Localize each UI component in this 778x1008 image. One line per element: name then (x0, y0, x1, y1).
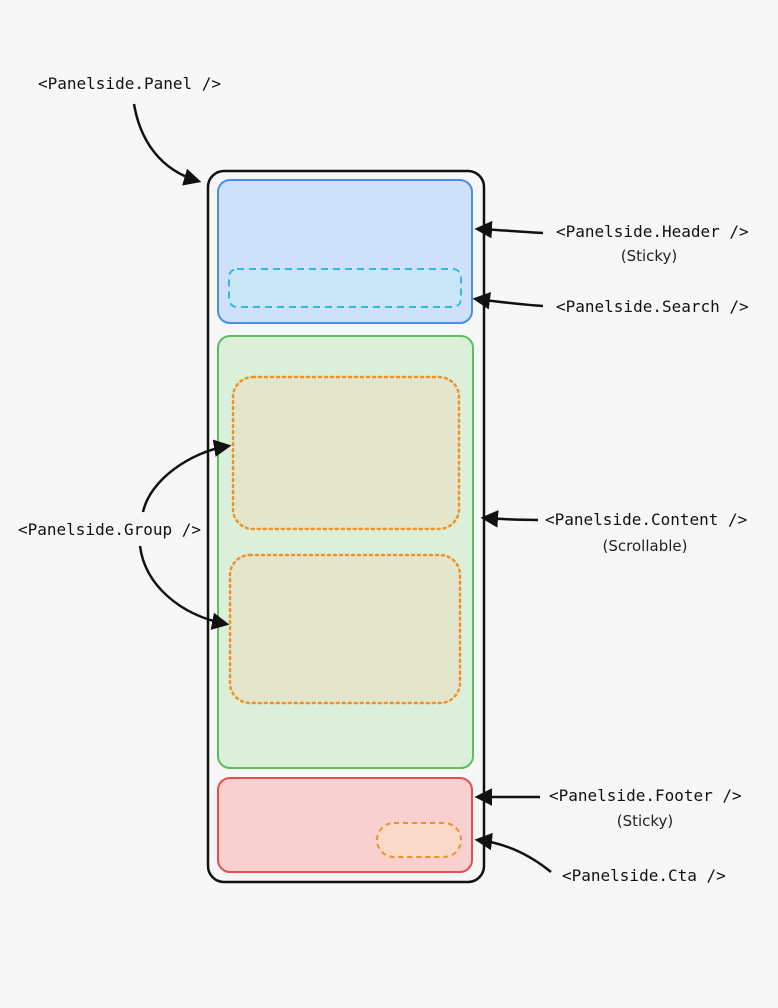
cta-region (376, 822, 462, 858)
label-footer: <Panelside.Footer /> (549, 786, 742, 805)
arrow-header (474, 220, 544, 239)
label-content: <Panelside.Content /> (545, 510, 748, 529)
arrow-cta (474, 832, 552, 873)
arrow-panel (132, 103, 202, 186)
arrow-group-1 (141, 439, 232, 513)
note-header-sticky: (Sticky) (620, 247, 678, 265)
arrow-content (480, 510, 539, 528)
note-footer-sticky: (Sticky) (616, 812, 674, 830)
group-region-2 (228, 553, 462, 705)
label-cta: <Panelside.Cta /> (562, 866, 726, 885)
label-panel: <Panelside.Panel /> (38, 74, 222, 93)
label-group: <Panelside.Group /> (18, 520, 202, 539)
arrow-search (472, 292, 544, 310)
search-region (228, 268, 462, 308)
arrow-group-2 (138, 545, 230, 630)
group-region-1 (231, 375, 461, 531)
label-header: <Panelside.Header /> (556, 222, 749, 241)
label-search: <Panelside.Search /> (556, 297, 749, 316)
note-content-scrollable: (Scrollable) (602, 537, 688, 555)
